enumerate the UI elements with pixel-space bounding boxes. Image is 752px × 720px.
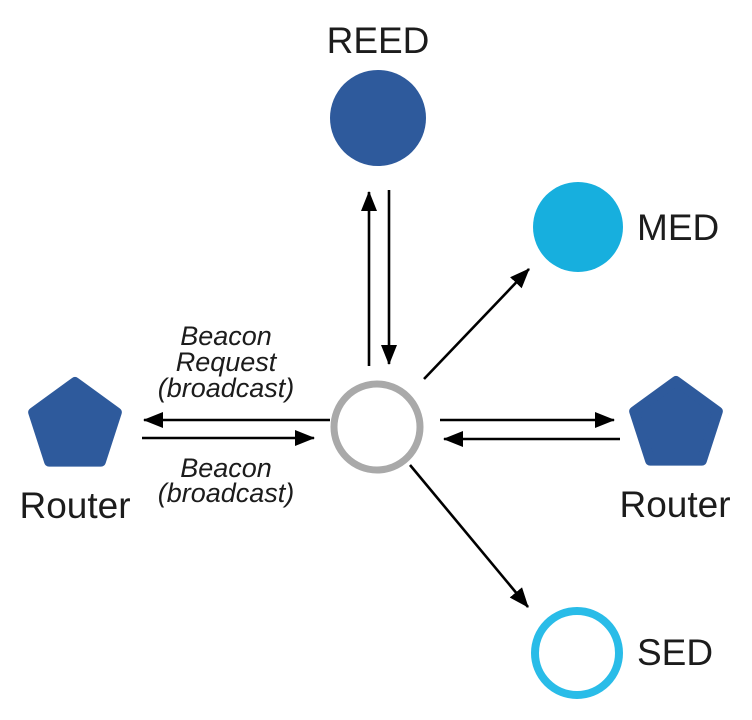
med-label: MED [637,207,719,248]
beacon-request-annotation-line1: Beacon [180,321,272,351]
router-left-label: Router [19,485,130,526]
beacon-annotation-line1: Beacon [180,453,272,483]
sed-label: SED [637,632,713,673]
beacon-annotation-line2: (broadcast) [158,478,295,508]
center-node-circle [330,380,424,474]
beacon-request-annotation-line2: Request [176,347,278,377]
sed-node-circle [531,607,623,699]
med-node-circle [533,182,623,272]
router-right-label: Router [619,484,730,525]
router-right-node-pentagon [629,376,723,466]
reed-node-circle [330,70,426,166]
beacon-request-annotation-line3: (broadcast) [158,373,295,403]
edge-center-to-med-arrow [423,268,530,380]
reed-label: REED [327,20,430,61]
edge-center-to-sed-arrow [409,464,529,608]
router-left-node-pentagon [28,377,122,467]
